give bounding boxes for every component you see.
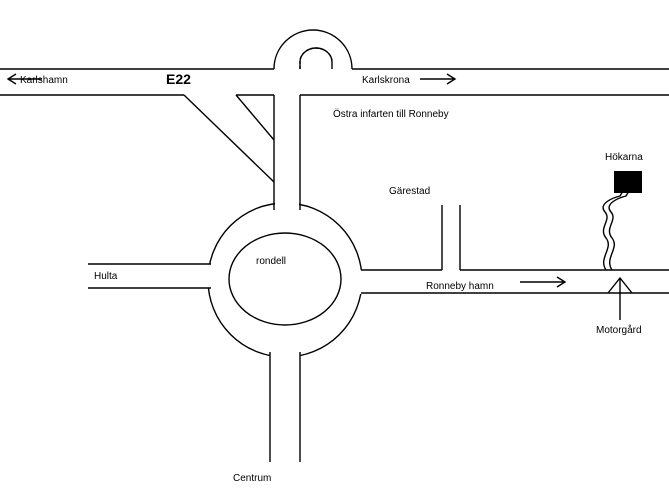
east-arrow-icon [420, 73, 457, 85]
roundabout-south-gap [270, 348, 300, 360]
interchange-loop-dashes [299, 47, 333, 69]
label-garestad: Gärestad [389, 186, 430, 197]
label-hulta: Hulta [94, 271, 118, 282]
ramp-edge-2 [235, 94, 275, 141]
label-ostra-infarten: Östra infarten till Ronneby [333, 108, 449, 120]
roundabout-west-gap [204, 264, 216, 288]
label-rondell: rondell [256, 256, 286, 267]
label-motorgard: Motorgård [596, 324, 642, 336]
hokarna-winding-path-2 [608, 185, 633, 271]
motorgard-arrow-icon [607, 276, 633, 320]
label-karlskrona: Karlskrona [362, 75, 410, 86]
label-hokarna: Hökarna [605, 152, 643, 163]
interchange-loop-outer [273, 29, 353, 70]
west-arrow-icon [6, 73, 42, 85]
roundabout-east-gap [355, 270, 367, 294]
label-ronneby-hamn: Ronneby hamn [426, 281, 494, 292]
hamn-arrow-icon [520, 276, 567, 288]
roundabout-north-gap [275, 198, 299, 208]
ramp-edge-1 [183, 94, 275, 183]
destination-marker [614, 171, 642, 193]
label-e22: E22 [166, 71, 191, 87]
label-centrum: Centrum [233, 473, 271, 484]
hokarna-winding-path [602, 185, 627, 271]
roundabout-inner [228, 232, 342, 326]
label-karlshamn: Karlshamn [20, 75, 68, 86]
